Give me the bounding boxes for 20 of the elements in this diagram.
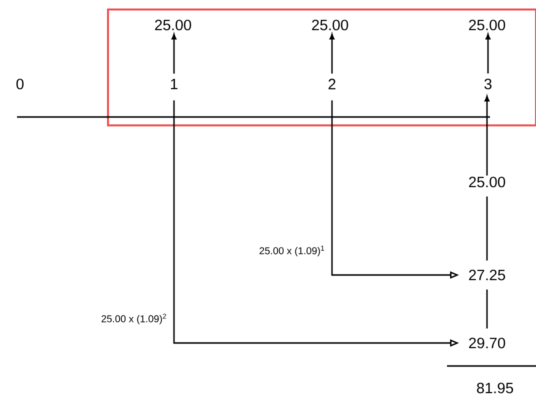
value-label: 25.00 — [155, 20, 192, 30]
value-label: 27.25 — [469, 270, 506, 280]
arrow — [486, 34, 490, 74]
period-number: 0 — [16, 78, 24, 90]
connector-line — [486, 290, 488, 329]
arrow — [172, 34, 176, 74]
connector-line — [486, 196, 488, 261]
arrow — [484, 96, 490, 176]
value-label: 25.00 — [469, 20, 506, 30]
period-number: 3 — [484, 78, 492, 90]
value-label: 29.70 — [469, 338, 506, 348]
value-label: 25.00 — [469, 176, 506, 188]
edge-label: 25.00 x (1.09)$^{1}$ — [258, 244, 326, 258]
period-number: 2 — [328, 78, 336, 90]
value-label: 81.95 — [476, 382, 514, 394]
arrow — [330, 34, 334, 74]
edge-label: 25.00 x (1.09)$^{2}$ — [100, 312, 168, 326]
highlight-frame — [107, 8, 536, 126]
period-number: 1 — [171, 78, 178, 90]
value-label: 25.00 — [312, 20, 348, 30]
